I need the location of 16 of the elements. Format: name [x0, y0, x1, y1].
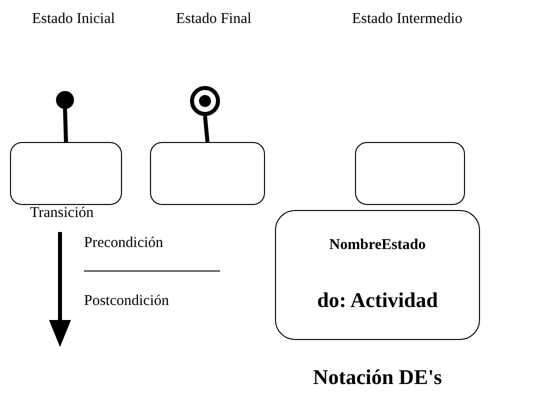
text-label: Estado Final [176, 10, 252, 29]
state-box [355, 142, 465, 205]
state-box [10, 142, 122, 205]
text-label: Postcondición [84, 292, 169, 311]
final-state-symbol [190, 86, 220, 116]
text-label: Estado Intermedio [352, 10, 462, 29]
text-label: Estado Inicial [32, 10, 115, 29]
text-label: Precondición [84, 234, 164, 253]
state-name: NombreEstado [329, 236, 426, 254]
state-box [275, 210, 480, 340]
text-label: Transición [30, 204, 94, 223]
state-activity: do: Actividad [317, 287, 438, 314]
connector-line [203, 116, 210, 142]
connector-line [63, 108, 68, 142]
state-box [150, 142, 265, 205]
caption: Notación DE's [312, 364, 443, 391]
